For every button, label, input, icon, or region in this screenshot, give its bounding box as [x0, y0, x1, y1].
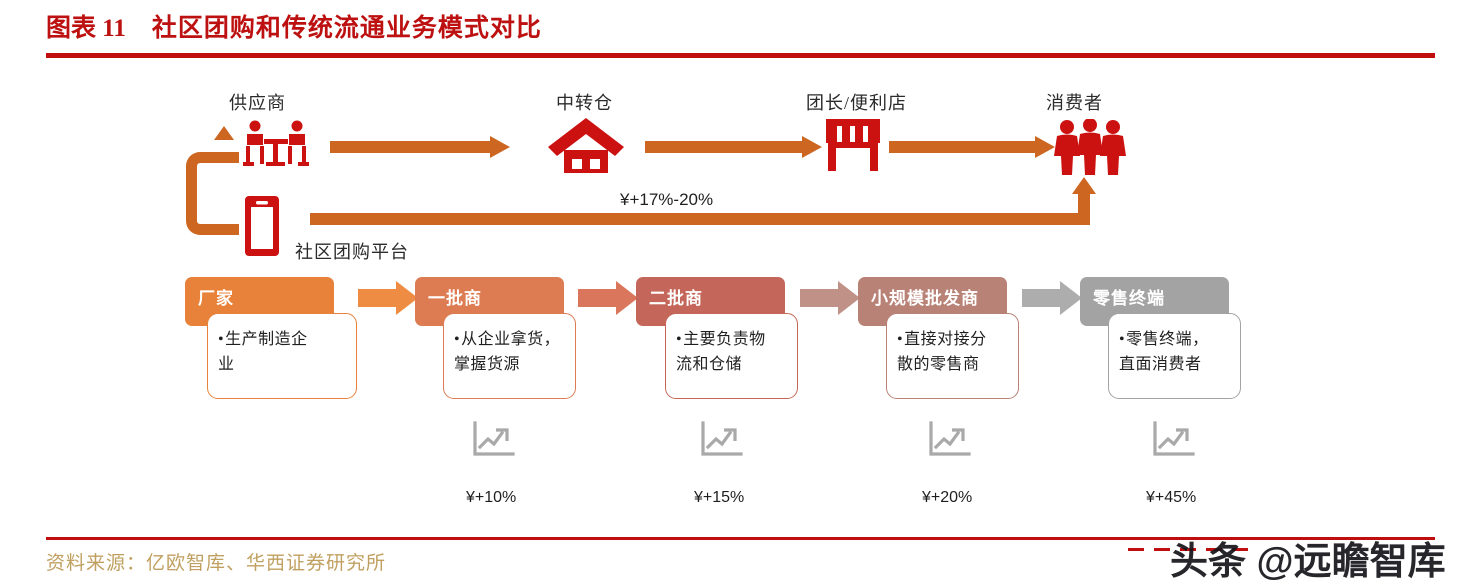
chain-arrow-3 [800, 281, 860, 315]
footer-divider [46, 537, 1435, 540]
chain-stage-desc-2-line1: 从企业拿货， [461, 331, 561, 348]
warehouse-house-icon [547, 116, 625, 179]
chain-stage-title-4: 小规模批发商 [871, 289, 979, 308]
platform-hook-arrowhead [214, 126, 234, 140]
trend-up-chart-icon-4 [1152, 420, 1196, 458]
node-label-group-leader: 团长/便利店 [806, 93, 908, 113]
bullet-1: • [218, 331, 225, 348]
chain-stage-desc-5-line1: 零售终端， [1126, 331, 1209, 348]
chain-arrow-2 [578, 281, 638, 315]
watermark-dash [1128, 548, 1248, 551]
chain-stage-desc-3: •主要负责物流和仓储 [676, 327, 791, 377]
chain-stage-desc-1-line2: 业 [218, 356, 235, 373]
bullet-2: • [454, 331, 461, 348]
chain-stage-desc-5: •零售终端， 直面消费者 [1119, 327, 1234, 377]
flow-arrow-supplier-to-warehouse [330, 136, 510, 158]
figure-title-text: 社区团购和传统流通业务模式对比 [151, 15, 542, 42]
bullet-3: • [676, 331, 683, 348]
node-label-supplier: 供应商 [229, 93, 286, 113]
chain-stage-body-3: •主要负责物流和仓储 [665, 313, 798, 399]
chain-stage-desc-3-line2: 流和仓储 [676, 356, 743, 373]
markup-value-1: ¥+10% [466, 489, 517, 506]
node-label-consumer: 消费者 [1046, 93, 1103, 113]
chain-stage-desc-1: •生产制造企业 [218, 327, 350, 377]
chain-stage-desc-2: •从企业拿货， 掌握货源 [454, 327, 569, 377]
flow-arrow-leader-to-consumer [889, 136, 1055, 158]
people-at-table-icon [240, 120, 312, 177]
trend-up-chart-icon-3 [928, 420, 972, 458]
trend-up-chart-icon-1 [472, 420, 516, 458]
chain-stage-desc-5-line2: 直面消费者 [1119, 356, 1202, 373]
markup-value-2: ¥+15% [694, 489, 745, 506]
page-title: 图表 11 社区团购和传统流通业务模式对比 [46, 8, 542, 44]
chain-stage-desc-4-line1: 直接对接分 [904, 331, 987, 348]
chain-stage-desc-4: •直接对接分散的零售商 [897, 327, 1012, 377]
chain-stage-body-1: •生产制造企业 [207, 313, 357, 399]
chain-stage-body-2: •从企业拿货， 掌握货源 [443, 313, 576, 399]
markup-label-platform: ¥+17%-20% [620, 190, 714, 209]
chain-arrow-4 [1022, 281, 1082, 315]
chain-arrow-1 [358, 281, 418, 315]
figure-number: 图表 11 [46, 15, 126, 42]
markup-value-3: ¥+20% [922, 489, 973, 506]
chain-stage-desc-1-line1: 生产制造企 [225, 331, 308, 348]
smartphone-icon [243, 194, 281, 263]
watermark-text: 头条 @远瞻智库 [1170, 541, 1446, 583]
chain-stage-desc-3-line1: 主要负责物 [683, 331, 766, 348]
markup-value-4: ¥+45% [1146, 489, 1197, 506]
title-divider [46, 53, 1435, 58]
chain-stage-body-5: •零售终端， 直面消费者 [1108, 313, 1241, 399]
platform-return-riser [1078, 193, 1090, 225]
chain-stage-title-3: 二批商 [649, 289, 703, 308]
platform-hook-lower [186, 182, 239, 235]
storefront-icon [824, 117, 882, 178]
chain-stage-body-4: •直接对接分散的零售商 [886, 313, 1019, 399]
platform-return-line [310, 213, 1078, 225]
chain-stage-title-5: 零售终端 [1093, 289, 1165, 308]
platform-return-arrowhead [1072, 177, 1096, 194]
chain-stage-title-1: 厂家 [198, 289, 234, 308]
trend-up-chart-icon-2 [700, 420, 744, 458]
chain-stage-desc-2-line2: 掌握货源 [454, 356, 521, 373]
node-label-warehouse: 中转仓 [556, 93, 613, 113]
platform-label: 社区团购平台 [295, 242, 409, 262]
bullet-5: • [1119, 331, 1126, 348]
platform-hook-upper [186, 152, 239, 195]
chain-stage-desc-4-line2: 散的零售商 [897, 356, 980, 373]
bullet-4: • [897, 331, 904, 348]
three-people-icon [1054, 118, 1126, 180]
chain-stage-title-2: 一批商 [428, 289, 482, 308]
flow-arrow-warehouse-to-leader [645, 136, 822, 158]
source-note: 资料来源：亿欧智库、华西证券研究所 [46, 553, 387, 574]
